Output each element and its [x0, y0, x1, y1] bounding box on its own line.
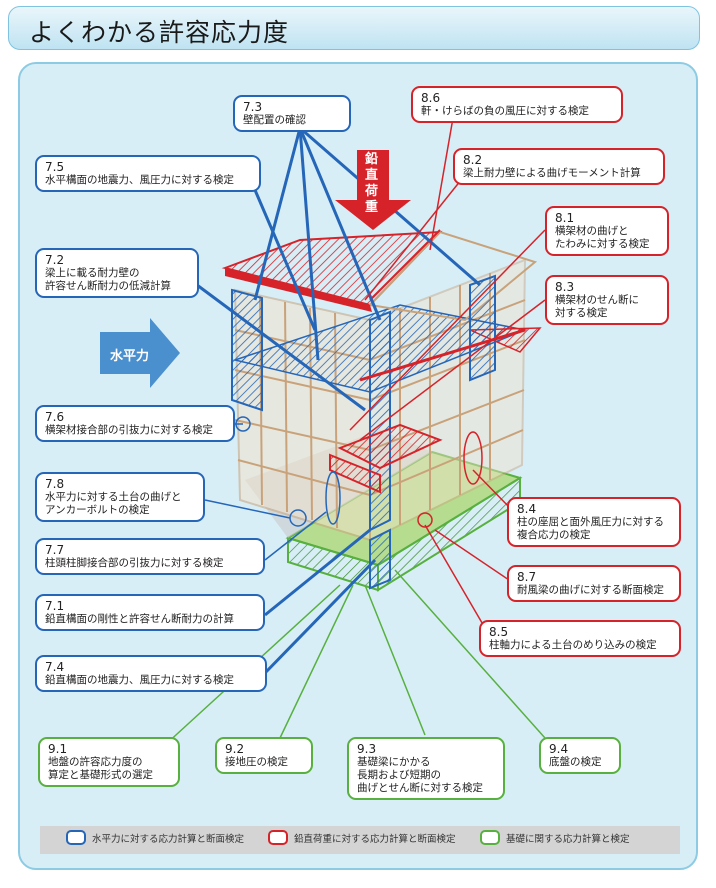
legend-label-green: 基礎に関する応力計算と検定 — [506, 834, 630, 845]
detail-circle-8-5 — [417, 512, 433, 528]
legend-label-red: 鉛直荷重に対する応力計算と断面検定 — [294, 834, 456, 845]
red-beam-region — [329, 229, 526, 494]
legend-label-blue: 水平力に対する応力計算と断面検定 — [92, 834, 245, 845]
legend: 水平力に対する応力計算と断面検定 鉛直荷重に対する応力計算と断面検定 基礎に関す… — [40, 826, 680, 854]
legend-swatch-green — [480, 830, 500, 845]
horizontal-force-arrow — [100, 318, 180, 388]
legend-swatch-red — [268, 830, 288, 845]
title-bar: よくわかる許容応力度 — [8, 6, 700, 50]
leader-lines-blue — [196, 126, 481, 675]
vertical-load-label: 鉛直荷重 — [365, 152, 379, 215]
vertical-load-arrow — [335, 150, 411, 230]
leader-lines-red — [349, 117, 546, 629]
legend-swatch-blue — [66, 830, 86, 845]
page-title: よくわかる許容応力度 — [29, 18, 290, 47]
detail-circle-7-7 — [325, 471, 341, 525]
detail-circle-8-4 — [463, 431, 483, 485]
horizontal-force-label: 水平力 — [110, 349, 150, 364]
